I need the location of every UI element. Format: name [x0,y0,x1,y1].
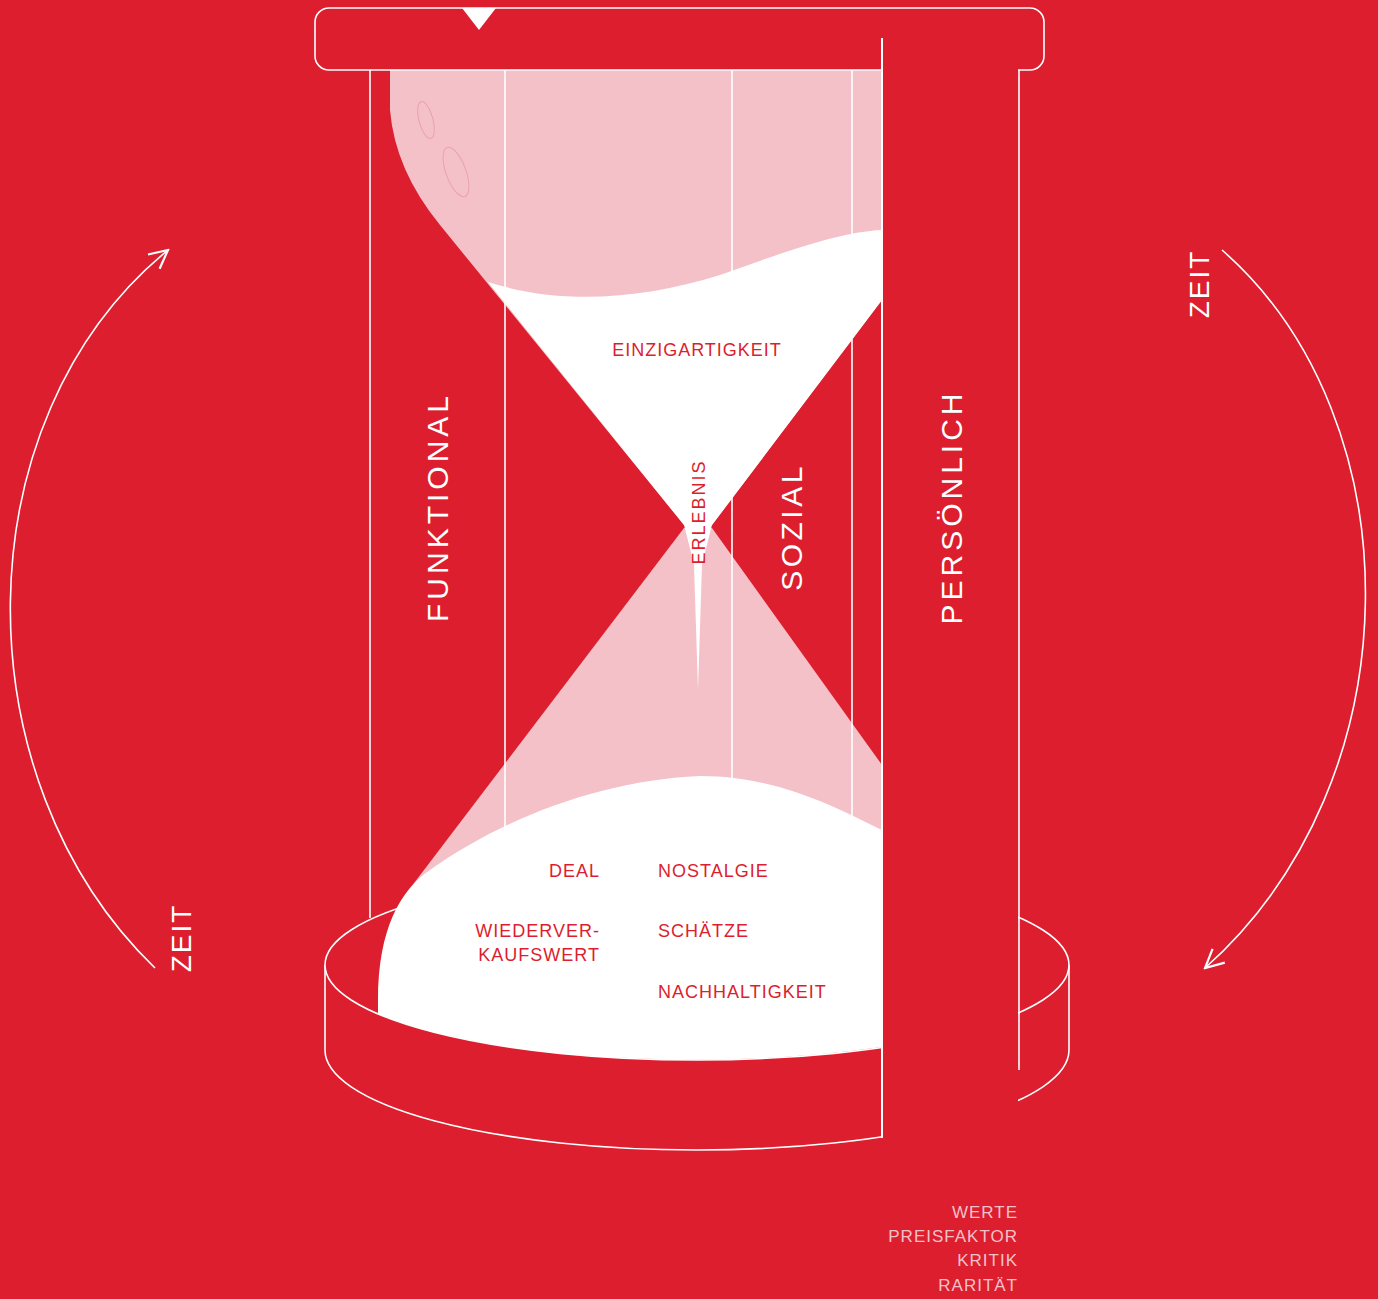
sand-top [488,230,882,690]
sand-mound [378,776,882,1060]
value-label: WIEDERVER- KAUFSWERT [475,919,600,967]
band-label: PERSÖNLICH [937,389,967,624]
value-label: SCHÄTZE [658,922,749,940]
column-band: FUNKTIONAL [371,70,505,918]
case-line [504,70,506,830]
factor-label: PREISFAKTOR [888,1228,1018,1245]
value-label: NOSTALGIE [658,862,769,880]
band-label: FUNKTIONAL [423,392,453,622]
value-label: ERLEBNIS [690,459,708,564]
column-band: PERSÖNLICH [881,38,1018,1138]
case-line [851,70,853,835]
glass-reflection [438,144,475,200]
case-post [1018,38,1020,1070]
value-label: NACHHALTIGKEIT [658,983,827,1001]
column-band: SOZIAL [733,70,852,830]
value-label: DEAL [549,862,600,880]
time-arrow [10,250,168,968]
cap-marker [462,8,496,30]
value-label: EINZIGARTIGKEIT [612,341,782,359]
factor-label: WERTE [952,1204,1018,1221]
axis-label: ZEIT [1186,250,1214,319]
base-side [1068,965,1070,1050]
band-label: SOZIAL [777,463,807,591]
base-side [324,965,326,1050]
factor-label: KRITIK [957,1252,1018,1269]
axis-label: ZEIT [168,904,196,973]
glass-reflection [414,100,437,140]
case-post [369,70,371,918]
time-arrow [1205,250,1365,968]
factor-label: RARITÄT [938,1277,1018,1294]
